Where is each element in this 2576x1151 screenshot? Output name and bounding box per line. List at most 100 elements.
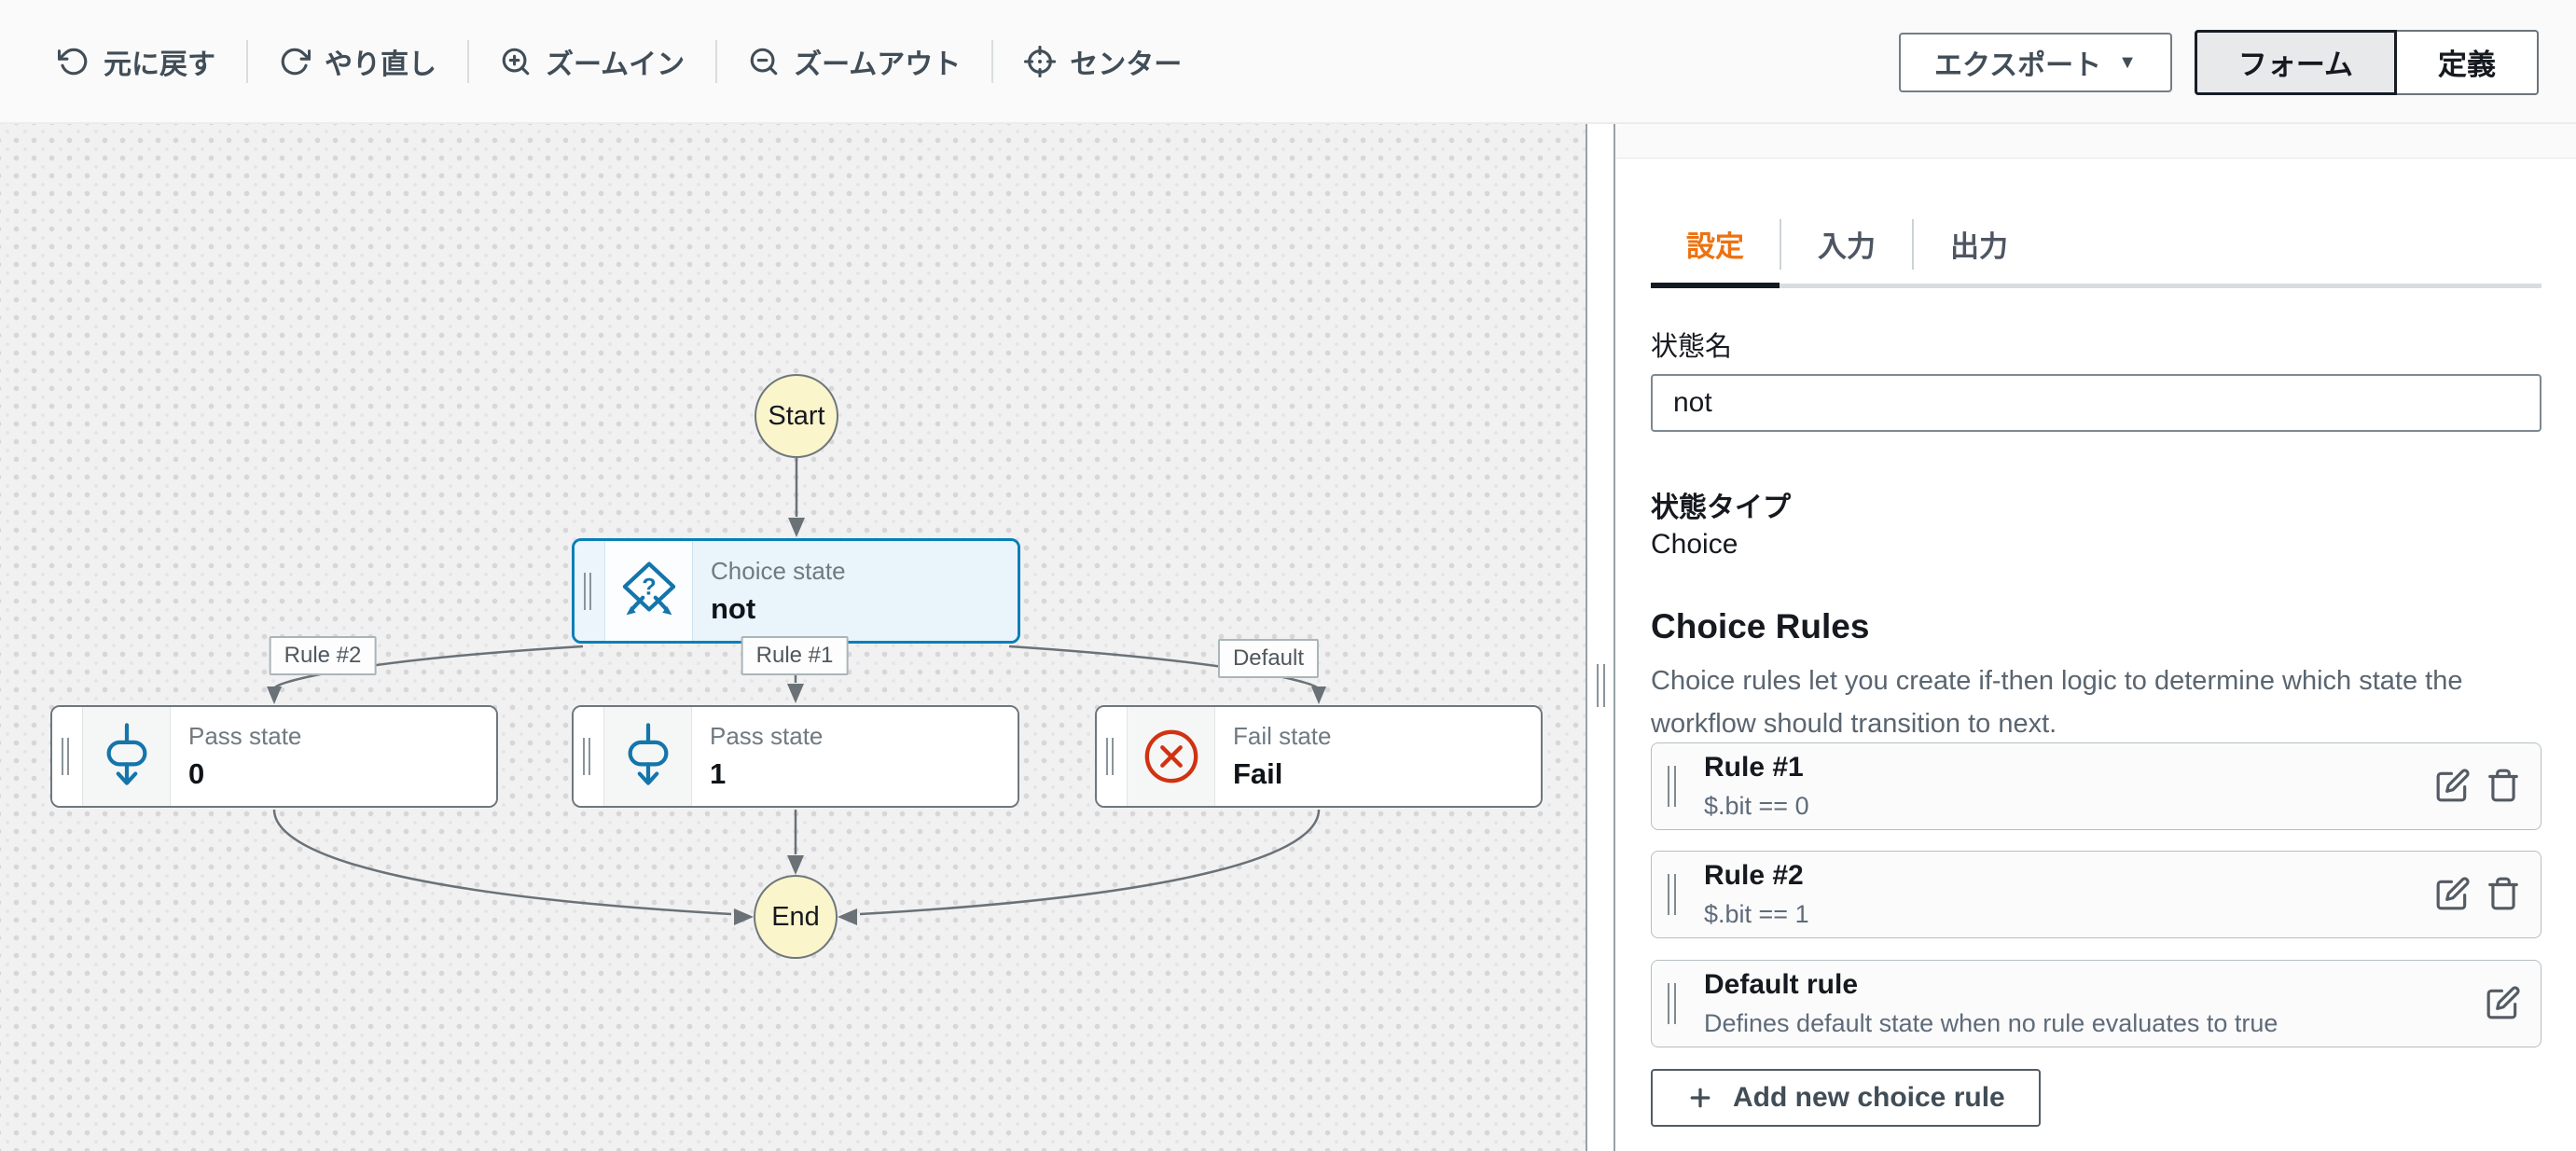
- node-text: Pass state 1: [692, 707, 1018, 806]
- redo-icon: [281, 48, 311, 75]
- center-icon: [1024, 45, 1057, 77]
- zoom-in-icon: [502, 48, 530, 75]
- zoom-out-button[interactable]: ズームアウト: [748, 41, 961, 82]
- export-button[interactable]: エクスポート ▼: [1899, 32, 2172, 92]
- rule-condition: $.bit == 1: [1704, 900, 1809, 928]
- rule-condition: $.bit == 0: [1704, 792, 1809, 820]
- edit-rule-button[interactable]: [2434, 876, 2472, 913]
- plus-icon: [1690, 1088, 1710, 1108]
- form-view-button[interactable]: フォーム: [2194, 29, 2397, 95]
- node-type-label: Choice state: [711, 556, 846, 585]
- drag-handle[interactable]: [574, 707, 604, 806]
- end-label: End: [771, 901, 820, 932]
- tab-divider: [1780, 218, 1781, 270]
- rule-title: Rule #2: [1704, 860, 1804, 891]
- toolbar-right-group: エクスポート ▼ フォーム 定義: [1899, 0, 2539, 124]
- toolbar-divider: [467, 39, 469, 83]
- tab-settings[interactable]: 設定: [1651, 204, 1780, 288]
- choice-state-icon: ?: [622, 561, 675, 615]
- drag-handle[interactable]: [1097, 707, 1128, 806]
- node-name-label: not: [711, 591, 756, 625]
- delete-rule-button[interactable]: [2485, 768, 2522, 805]
- properties-panel: 設定 入力 出力 状態名 状態タイプ Choice Choice Rules C…: [1615, 124, 2576, 1151]
- node-icon-cell: [1128, 707, 1215, 806]
- node-name-label: 0: [188, 757, 205, 790]
- panel-top-strip: [1615, 124, 2576, 159]
- state-type-value: Choice: [1651, 529, 1738, 560]
- zoom-out-label: ズームアウト: [794, 49, 962, 80]
- zoom-in-button[interactable]: ズームイン: [500, 41, 685, 82]
- state-name-label: 状態名: [1651, 332, 1733, 362]
- end-node: End: [754, 875, 838, 959]
- drag-handle[interactable]: [52, 707, 83, 806]
- tab-input[interactable]: 入力: [1818, 230, 1876, 263]
- pass-state-icon: [628, 723, 668, 785]
- export-label: エクスポート: [1934, 49, 2102, 81]
- definition-view-button[interactable]: 定義: [2397, 29, 2539, 95]
- node-text: Pass state 0: [171, 707, 496, 806]
- toolbar-divider: [246, 39, 248, 83]
- caret-down-icon: ▼: [2118, 52, 2137, 73]
- node-pass-1[interactable]: Pass state 1: [572, 705, 1019, 808]
- edit-rule-button[interactable]: [2485, 985, 2522, 1022]
- workflow-edges: [267, 458, 1326, 925]
- edge-label-rule1: Rule #1: [741, 636, 849, 675]
- panel-resize-handle[interactable]: [1586, 124, 1615, 1151]
- edge-label-rule2: Rule #2: [269, 636, 377, 675]
- undo-button[interactable]: 元に戻す: [58, 41, 215, 82]
- delete-rule-button[interactable]: [2485, 876, 2522, 913]
- rule-description: Defines default state when no rule evalu…: [1704, 1009, 2278, 1037]
- edit-icon: [2486, 986, 2520, 1019]
- rule-title: Rule #1: [1704, 752, 1804, 783]
- node-type-label: Pass state: [710, 722, 824, 750]
- choice-rules-description: Choice rules let you create if-then logi…: [1651, 666, 2463, 739]
- node-type-label: Pass state: [188, 722, 302, 750]
- svg-text:?: ?: [642, 574, 656, 600]
- drag-handle[interactable]: [575, 541, 605, 641]
- canvas-toolbar: 元に戻す やり直し ズームイン ズームアウト センター: [0, 0, 2576, 124]
- undo-icon: [58, 48, 88, 75]
- node-choice-not[interactable]: ? Choice state not: [572, 538, 1020, 644]
- start-label: Start: [768, 400, 825, 431]
- redo-button[interactable]: やり直し: [279, 41, 436, 82]
- edit-icon: [2436, 769, 2470, 802]
- state-name-input[interactable]: [1651, 374, 2541, 432]
- rule-card-2[interactable]: Rule #2 $.bit == 1: [1651, 851, 2541, 938]
- node-type-label: Fail state: [1233, 722, 1332, 750]
- workflow-canvas[interactable]: Start ? Choice state not: [0, 124, 1586, 1151]
- edge-label-default: Default: [1217, 639, 1320, 678]
- toolbar-left-group: 元に戻す やり直し ズームイン ズームアウト センター: [0, 0, 2576, 122]
- add-choice-rule-label: Add new choice rule: [1733, 1082, 2005, 1113]
- view-toggle: フォーム 定義: [2194, 29, 2539, 95]
- trash-icon: [2488, 877, 2518, 910]
- node-icon-cell: [604, 707, 692, 806]
- node-name-label: 1: [710, 757, 727, 790]
- add-choice-rule-button[interactable]: Add new choice rule: [1651, 1069, 2041, 1127]
- node-fail[interactable]: Fail state Fail: [1095, 705, 1543, 808]
- undo-label: 元に戻す: [104, 49, 215, 80]
- fail-state-icon: [1144, 729, 1198, 784]
- rule-card-1[interactable]: Rule #1 $.bit == 0: [1651, 742, 2541, 830]
- state-type-label: 状態タイプ: [1651, 492, 1791, 523]
- panel-tabs: 設定 入力 出力: [1651, 204, 2541, 288]
- trash-icon: [2488, 769, 2518, 802]
- tab-divider: [1912, 218, 1914, 270]
- node-pass-0[interactable]: Pass state 0: [50, 705, 498, 808]
- node-text: Choice state not: [693, 541, 1018, 641]
- edit-rule-button[interactable]: [2434, 768, 2472, 805]
- toolbar-divider: [715, 39, 718, 83]
- pass-state-icon: [106, 723, 146, 785]
- node-name-label: Fail: [1233, 757, 1283, 790]
- start-node: Start: [755, 374, 838, 458]
- center-button[interactable]: センター: [1024, 41, 1182, 82]
- tab-output[interactable]: 出力: [1950, 230, 2008, 263]
- node-icon-cell: ?: [605, 541, 693, 641]
- toolbar-divider: [991, 39, 994, 83]
- node-text: Fail state Fail: [1215, 707, 1541, 806]
- zoom-in-label: ズームイン: [546, 49, 686, 80]
- center-label: センター: [1070, 49, 1183, 80]
- redo-label: やり直し: [325, 49, 436, 80]
- rule-card-default[interactable]: Default rule Defines default state when …: [1651, 960, 2541, 1047]
- choice-rules-heading: Choice Rules: [1651, 607, 1870, 645]
